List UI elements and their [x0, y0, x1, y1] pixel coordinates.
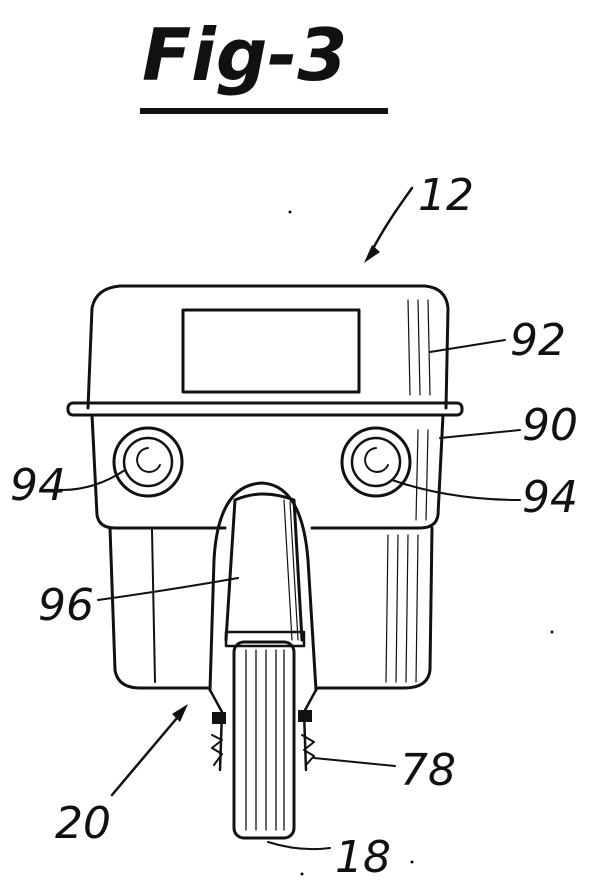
arrow-12	[364, 188, 412, 263]
lid-window	[183, 310, 359, 392]
lid-rim	[68, 403, 462, 415]
leader-78	[314, 758, 395, 766]
label-20: 20	[55, 798, 111, 849]
leader-96	[98, 578, 238, 600]
button-94-right	[342, 428, 410, 496]
leader-92	[430, 340, 505, 352]
right-leg	[318, 528, 432, 688]
label-92: 92	[510, 315, 566, 366]
left-leg	[110, 528, 210, 688]
title-underline	[140, 108, 388, 114]
label-94-left: 94	[10, 460, 66, 511]
arrow-20	[112, 704, 188, 795]
leader-18	[268, 842, 330, 849]
label-94-right: 94	[522, 472, 578, 523]
figure-title-group: Fig-3	[140, 13, 388, 114]
figure-title: Fig-3	[142, 13, 347, 97]
lid-92	[68, 286, 462, 415]
leader-94-right	[392, 480, 520, 500]
wheel-fork-96	[210, 483, 316, 690]
label-96: 96	[38, 580, 94, 631]
axle-bracket-left	[210, 690, 226, 770]
label-18: 18	[335, 832, 391, 883]
wheel-18	[234, 642, 294, 838]
label-12: 12	[418, 170, 474, 221]
label-78: 78	[400, 745, 456, 796]
label-90: 90	[522, 400, 578, 451]
button-94-left	[114, 428, 182, 496]
leader-90	[440, 430, 520, 438]
